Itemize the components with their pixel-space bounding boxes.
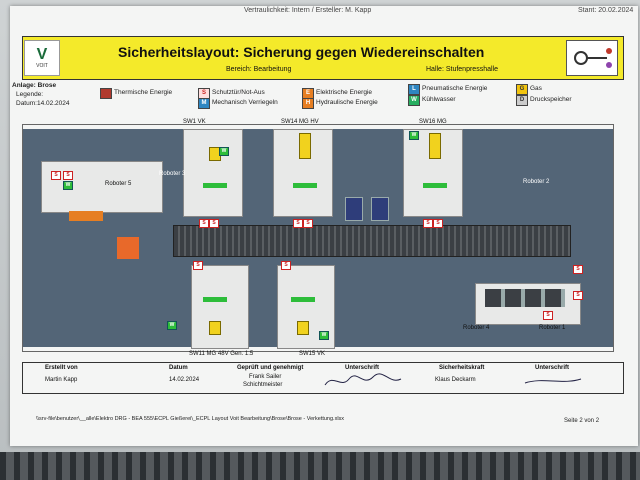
warning-sign-icon (566, 40, 618, 76)
legend-schutztuer: Schutztür/Not-Aus (212, 89, 265, 96)
tag-w: W (219, 147, 229, 156)
sig-header-unterschrift-2: Unterschrift (535, 365, 570, 371)
tag-s: S (303, 219, 313, 228)
station-sw11-green (203, 297, 227, 302)
station-label-sw1: SW1 VK (183, 119, 206, 125)
tag-s: S (63, 171, 73, 180)
tag-s: S (423, 219, 433, 228)
pallet-1 (345, 197, 363, 221)
sig-header-sicherheitskraft: Sicherheitskraft (439, 365, 485, 371)
legend-swatch-hydraulisch: H (302, 98, 314, 109)
page-title: Sicherheitslayout: Sicherung gegen Wiede… (118, 44, 485, 60)
tag-s: S (433, 219, 443, 228)
page-number: Seite 2 von 2 (564, 418, 600, 424)
station-label-sw15: SW15 VK (299, 351, 326, 357)
robot-label-4: Roboter 4 (463, 325, 490, 331)
main-conveyor (173, 225, 571, 257)
left-red-unit (117, 237, 139, 259)
legend-label: Legende: (16, 91, 44, 98)
signature-table: Erstellt von Datum Geprüft und genehmigt… (22, 362, 624, 394)
sig-datum-value: 14.02.2024 (169, 377, 200, 383)
station-sw16-yellow (429, 133, 441, 159)
legend-kuehlwasser: Kühlwasser (422, 96, 456, 103)
sig-header-datum: Datum (169, 365, 188, 371)
tag-w: W (319, 331, 329, 340)
legend-swatch-thermal (100, 88, 112, 99)
tag-s: S (209, 219, 219, 228)
station-sw14-yellow (299, 133, 311, 159)
bereich-label: Bereich: Bearbeitung (226, 66, 292, 73)
halle-label: Halle: Stufenpresshalle (426, 66, 498, 73)
station-label-sw11: SW11 MG 48V Gen. 1.5 (189, 351, 254, 357)
station-sw1 (183, 129, 243, 217)
file-path: \\srv-file\benutzer\__alle\Elektro DRG -… (36, 416, 345, 422)
layout-plan: S S W S S S S S S W W S S W W S S S SW1 … (22, 119, 614, 357)
legend-thermal: Thermische Energie (114, 89, 173, 96)
robot-label-5: Roboter 5 (105, 181, 132, 187)
tag-w: W (409, 131, 419, 140)
station-sw16-green (423, 183, 447, 188)
signature-scribble (324, 373, 402, 386)
legend-gas: Gas (530, 85, 542, 92)
station-label-sw16: SW16 MG (419, 119, 447, 125)
sig-role: Schichtmeister (243, 382, 283, 388)
left-machine-area (41, 161, 163, 213)
station-sw11-yellow (209, 321, 221, 335)
station-sw14-green (293, 183, 317, 188)
distribution-note: Vertraulichkeit: Intern / Ersteller: M. … (244, 7, 372, 14)
sig-header-unterschrift: Unterschrift (345, 365, 380, 371)
voit-logo: V VOIT (24, 40, 60, 76)
station-label-sw14: SW14 MG HV (281, 119, 319, 125)
right-conveyor (485, 289, 565, 307)
tag-s: S (193, 261, 203, 270)
station-sw16 (403, 129, 463, 217)
station-sw11 (191, 265, 249, 349)
robot-label-2: Roboter 2 (523, 179, 550, 185)
title-bar (22, 36, 624, 80)
stand-date: Stant: 20.02.2024 (578, 7, 634, 14)
station-sw15 (277, 265, 335, 349)
tag-s: S (199, 219, 209, 228)
legend-swatch-kuehlwasser: W (408, 95, 420, 106)
legend-swatch-druckspeicher: D (516, 95, 528, 106)
sig-sicherheitskraft-value: Klaus Deckarm (435, 377, 476, 383)
floor-grate (0, 452, 640, 480)
legend-swatch-gas: G (516, 84, 528, 95)
tag-s: S (573, 291, 583, 300)
legend-mechanisch: Mechanisch Verriegeln (212, 99, 278, 106)
pallet-2 (371, 197, 389, 221)
robot-label-3: Roboter 3 (159, 171, 186, 177)
legend-druckspeicher: Druckspeicher (530, 96, 572, 103)
tag-w: W (63, 181, 73, 190)
legend-pneumatisch: Pneumatische Energie (422, 85, 488, 92)
anlage-label: Anlage: Brose (12, 82, 57, 89)
date-label: Datum:14.02.2024 (16, 100, 70, 107)
station-sw1-green (203, 183, 227, 188)
tag-s: S (51, 171, 61, 180)
sig-header-geprueft: Geprüft und genehmigt (237, 365, 304, 371)
tag-s: S (573, 265, 583, 274)
legend-hydraulisch: Hydraulische Energie (316, 99, 378, 106)
legend-elektrisch: Elektrische Energie (316, 89, 372, 96)
legend-swatch-pneumatisch: L (408, 84, 420, 95)
robot-label-1: Roboter 1 (539, 325, 566, 331)
left-orange-block (69, 211, 103, 221)
sig-erstellt-value: Martin Kapp (45, 377, 78, 383)
signature-scribble-2 (524, 378, 582, 384)
tag-w: W (167, 321, 177, 330)
tag-s: S (543, 311, 553, 320)
sig-geprueft-value: Frank Sailer (249, 374, 282, 380)
sig-header-erstellt: Erstellt von (45, 365, 78, 371)
station-sw15-yellow (297, 321, 309, 335)
tag-s: S (281, 261, 291, 270)
legend-swatch-mechanisch: M (198, 98, 210, 109)
station-sw15-green (291, 297, 315, 302)
tag-s: S (293, 219, 303, 228)
